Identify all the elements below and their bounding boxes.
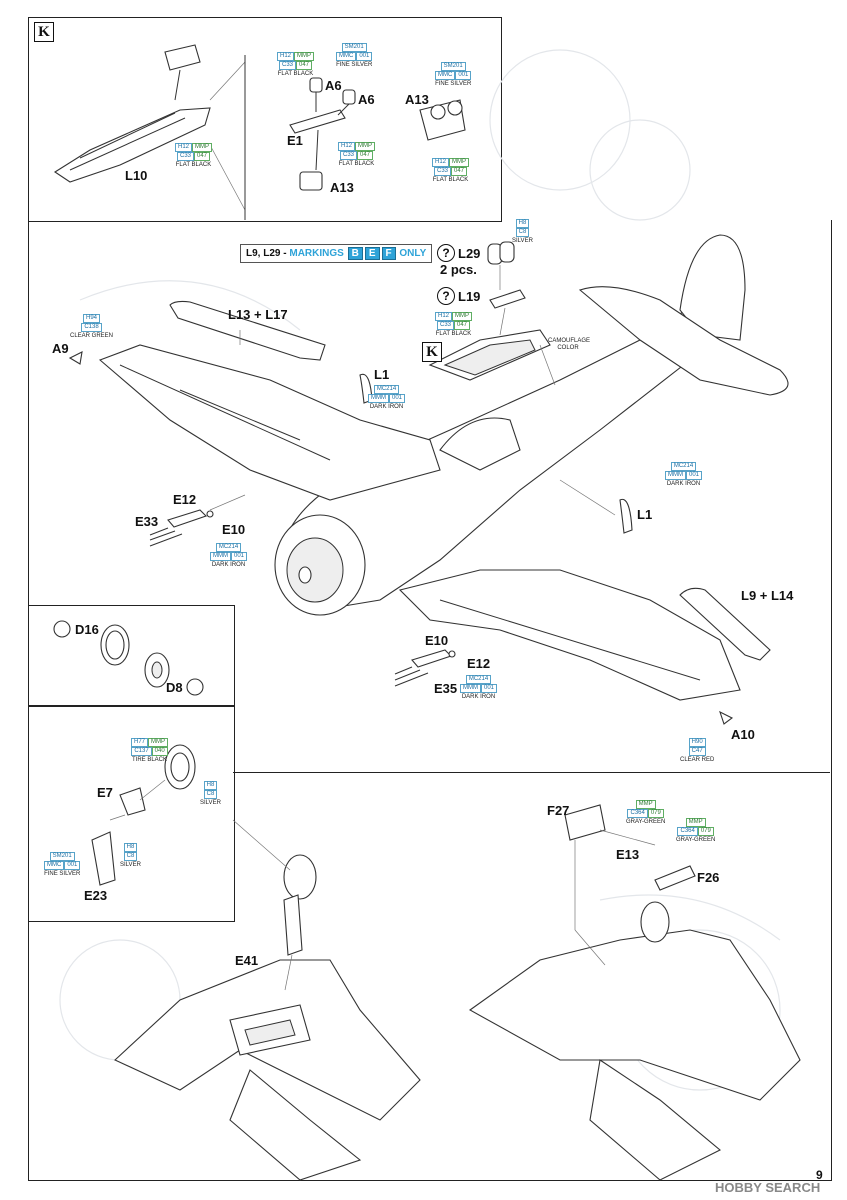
- e12-label-a: E12: [173, 492, 197, 507]
- a6-label-1: A6: [325, 78, 342, 93]
- canopy-parts: [428, 241, 551, 381]
- question-icon-l29: ?: [437, 244, 455, 262]
- a6-label-2: A6: [358, 92, 375, 107]
- e13-label: E13: [616, 847, 640, 862]
- e10-label-a: E10: [222, 522, 246, 537]
- e33-label: E33: [135, 514, 159, 529]
- l1-label-b: L1: [637, 507, 653, 522]
- e23-label: E23: [84, 888, 108, 903]
- silver-swatch-leg-b: H8 C8 SILVER: [120, 843, 141, 868]
- gun-parts-left: [149, 509, 214, 547]
- l13-l17-label: L13 + L17: [228, 307, 288, 322]
- a9-light: [68, 351, 83, 365]
- e10-label-b: E10: [425, 633, 449, 648]
- a9-label: A9: [52, 341, 69, 356]
- l10-label: L10: [125, 168, 148, 183]
- camouflage-note: CAMOUFLAGE COLOR: [548, 338, 591, 351]
- l13-l17-flap: [169, 300, 326, 361]
- a10-label: A10: [731, 727, 755, 742]
- lower-right-aircraft: [468, 804, 801, 1181]
- gun-parts-right: [394, 649, 456, 687]
- k-ref-mark: K: [422, 342, 442, 362]
- l19-label: L19: [458, 289, 481, 304]
- bottom-right-frame: [233, 772, 830, 774]
- l29-label: L29: [458, 246, 481, 261]
- clear-green-swatch: H94 C138 CLEAR GREEN: [70, 314, 114, 339]
- wheel-parts: [53, 620, 204, 696]
- e41-label: E41: [235, 953, 259, 968]
- e12-label-b: E12: [467, 656, 491, 671]
- question-icon-l19: ?: [437, 287, 455, 305]
- f27-label: F27: [547, 803, 570, 818]
- leg-panel-frame: [28, 705, 235, 922]
- f26-label: F26: [697, 870, 720, 885]
- l10-seat-tray: [53, 44, 211, 183]
- a13-label-2: A13: [405, 92, 429, 107]
- page-number: 9: [816, 1168, 823, 1182]
- a10-light: [719, 710, 734, 725]
- l1-part-b: [619, 498, 633, 534]
- lower-left-aircraft: [114, 819, 421, 1181]
- l9-l14-label: L9 + L14: [741, 588, 794, 603]
- silver-swatch-leg-a: H8 C8 SILVER: [200, 781, 221, 806]
- k-panel-frame: [28, 17, 502, 222]
- watermark-logo: HOBBY SEARCH: [715, 1180, 821, 1195]
- e7-label: E7: [97, 785, 113, 800]
- e1-label: E1: [287, 133, 303, 148]
- e35-label: E35: [434, 681, 458, 696]
- aircraft-main: [98, 234, 789, 701]
- l29-qty-label: 2 pcs.: [440, 262, 477, 277]
- wheel-panel-frame: [28, 605, 235, 707]
- a13-label-1: A13: [330, 180, 354, 195]
- l9-l14-flap: [679, 587, 771, 661]
- silver-swatch: H8 C8 SILVER: [512, 219, 533, 244]
- landing-gear-parts: [91, 744, 196, 886]
- clear-red-swatch: H90 C47 CLEAR RED: [680, 738, 715, 763]
- d16-label: D16: [75, 622, 99, 637]
- d8-label: D8: [166, 680, 183, 695]
- l1-label-a: L1: [374, 367, 390, 382]
- e1-a6-assembly: [289, 77, 466, 191]
- k-mark: K: [34, 22, 54, 42]
